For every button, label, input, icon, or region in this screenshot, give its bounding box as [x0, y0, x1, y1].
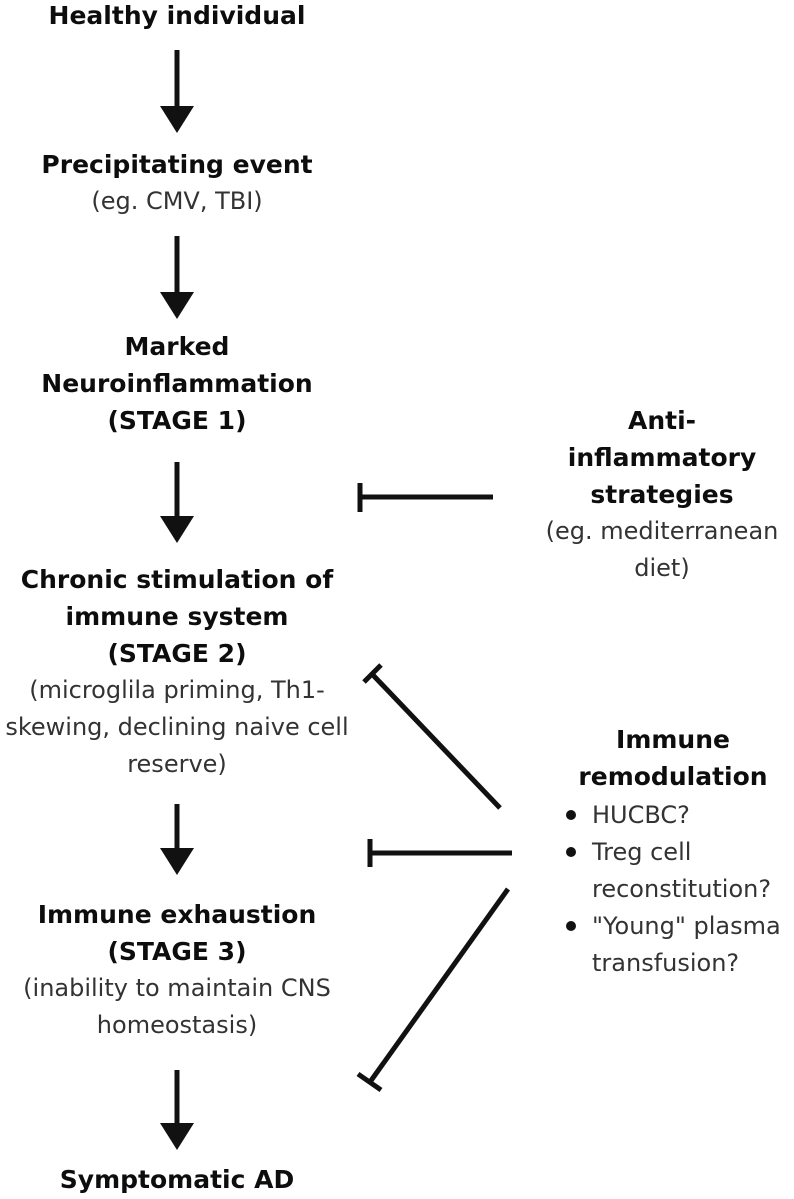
stage-title-line: Symptomatic AD [59, 1165, 295, 1194]
stage-detail-line: homeostasis) [96, 1011, 258, 1039]
arrow-head [160, 292, 194, 319]
stage-title-line: Precipitating event [41, 150, 313, 179]
arrow-head [160, 516, 194, 543]
stage-title-line: Immune exhaustion [37, 900, 317, 929]
intervention-title-line: Immune [616, 725, 730, 754]
arrow-head [160, 848, 194, 875]
list-item-line: HUCBC? [592, 801, 690, 829]
list-item-line: Treg cell [592, 838, 692, 866]
intervention-detail-line: (eg. mediterranean [545, 517, 779, 545]
intervention-title-line: inflammatory [567, 443, 757, 472]
stage-title-line: immune system [65, 602, 289, 631]
inhibit-line-remodulation-stage3 [367, 887, 511, 1084]
stage-1-neuroinflammation: Marked Neuroinflammation (STAGE 1) [0, 328, 354, 439]
stage-symptomatic-ad: Symptomatic AD [0, 1161, 354, 1198]
intervention-title-line: Anti- [627, 406, 697, 435]
stage-title-line: Marked [124, 332, 230, 361]
list-item: HUCBC? [562, 797, 781, 834]
intervention-title-line: remodulation [578, 762, 768, 791]
bullet-icon [566, 810, 576, 820]
intervention-anti-inflammatory: Anti- inflammatory strategies (eg. medit… [535, 402, 789, 587]
stage-detail-line: skewing, declining naive cell [5, 713, 349, 741]
stage-precipitating-event: Precipitating event (eg. CMV, TBI) [0, 146, 354, 220]
stage-title-line: Healthy individual [48, 1, 306, 30]
stage-detail-line: (inability to maintain CNS [23, 974, 331, 1002]
list-item-line: reconstitution? [592, 875, 772, 903]
list-item-line: "Young" plasma [592, 912, 781, 940]
stage-2-chronic-stimulation: Chronic stimulation of immune system (ST… [0, 561, 354, 783]
arrow-head [160, 106, 194, 133]
inhibit-bar-remodulation-stage2 [362, 663, 383, 684]
arrow-head [160, 1123, 194, 1150]
inhibit-bar-remodulation-stage3 [356, 1071, 383, 1093]
immune-remodulation-list: HUCBC? Treg cell reconstitution? "Young"… [562, 797, 781, 982]
stage-3-immune-exhaustion: Immune exhaustion (STAGE 3) (inability t… [0, 896, 354, 1044]
list-item-line: transfusion? [592, 949, 740, 977]
bullet-icon [566, 921, 576, 931]
stage-title-line: Chronic stimulation of [20, 565, 334, 594]
stage-title-line: (STAGE 3) [107, 937, 247, 966]
stage-title-line: (STAGE 2) [107, 639, 247, 668]
intervention-immune-remodulation: Immune remodulation [570, 721, 776, 795]
inhibit-line-remodulation-stage2 [370, 672, 502, 810]
stage-detail-line: (microglila priming, Th1- [29, 676, 325, 704]
stage-title-line: Neuroinflammation [41, 369, 313, 398]
bullet-icon [566, 847, 576, 857]
stage-detail-line: reserve) [127, 750, 227, 778]
list-item: "Young" plasma transfusion? [562, 908, 781, 982]
stage-healthy-individual: Healthy individual [0, 0, 354, 34]
intervention-title-line: strategies [590, 480, 734, 509]
list-item: Treg cell reconstitution? [562, 834, 781, 908]
stage-title-line: (STAGE 1) [107, 406, 247, 435]
intervention-detail-line: diet) [634, 554, 690, 582]
stage-detail-line: (eg. CMV, TBI) [91, 187, 263, 215]
